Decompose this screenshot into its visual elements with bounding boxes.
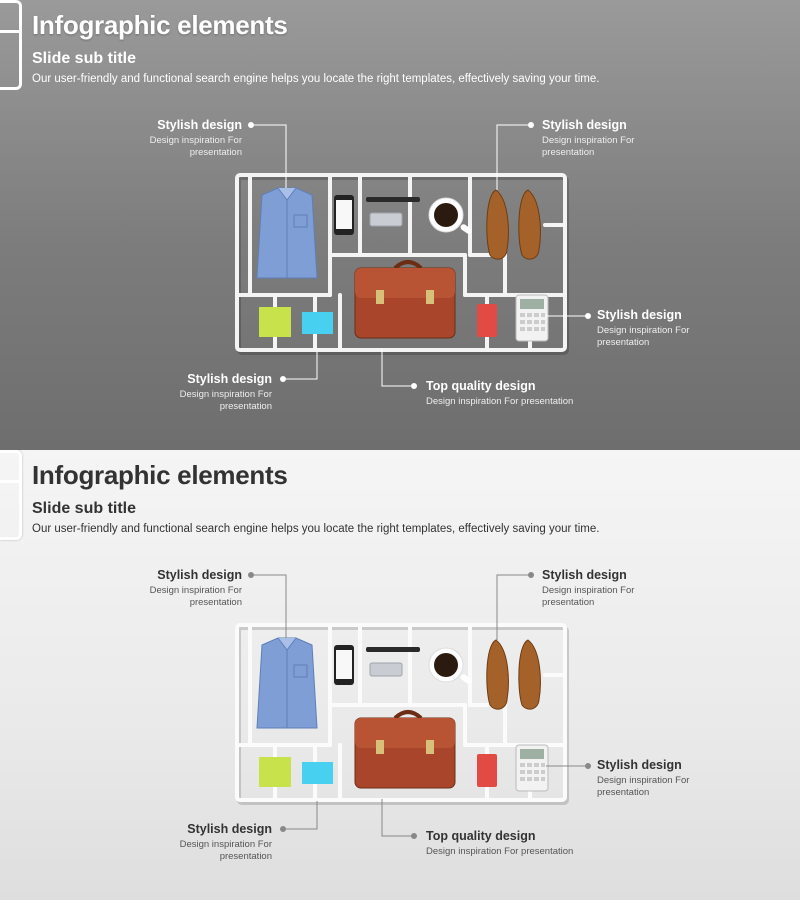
callout-bottom-mid: Top quality design Design inspiration Fo… (426, 829, 616, 858)
callout-desc-line1: Design inspiration For (179, 389, 272, 400)
briefcase-icon (354, 710, 456, 789)
callout-desc-line1: Design inspiration For (542, 585, 635, 596)
sticky-note-green-icon (259, 307, 291, 337)
pen-icon (366, 647, 420, 652)
corner-bracket-tick (0, 30, 22, 33)
slide-light: Infographic elements Slide sub title Our… (0, 450, 800, 900)
corner-bracket-tick (0, 480, 22, 483)
slide-description: Our user-friendly and functional search … (32, 523, 600, 535)
model-kit-illustration (235, 572, 591, 839)
slide-dark: Infographic elements Slide sub title Our… (0, 0, 800, 450)
smartphone-icon (334, 645, 354, 685)
slide-subtitle: Slide sub title (32, 500, 137, 517)
callout-title: Top quality design (426, 829, 536, 843)
red-notebook-icon (477, 754, 497, 787)
calculator-icon (515, 744, 549, 792)
callout-title: Stylish design (157, 118, 242, 132)
slide-title: Infographic elements (32, 10, 288, 40)
coffee-cup-icon (428, 197, 472, 234)
callout-desc-line2: presentation (542, 147, 595, 158)
callout-desc-line2: presentation (597, 787, 650, 798)
sticky-note-blue-icon (302, 312, 333, 334)
calculator-icon (515, 294, 549, 342)
callout-connectors (251, 124, 588, 387)
callout-title: Stylish design (187, 372, 272, 386)
callout-right: Stylish design Design inspiration For pr… (597, 758, 727, 799)
callout-top-left: Stylish design Design inspiration For pr… (130, 568, 242, 609)
usb-drive-icon (369, 662, 403, 677)
callout-desc-line1: Design inspiration For (179, 839, 272, 850)
callout-top-right: Stylish design Design inspiration For pr… (542, 118, 672, 159)
slide-title: Infographic elements (32, 460, 288, 490)
pen-icon (366, 197, 420, 202)
callout-title: Stylish design (597, 758, 682, 772)
sticky-note-blue-icon (302, 762, 333, 784)
callout-top-right: Stylish design Design inspiration For pr… (542, 568, 672, 609)
briefcase-icon (354, 260, 456, 339)
corner-bracket (0, 0, 22, 90)
callout-desc-line2: presentation (542, 597, 595, 608)
red-notebook-icon (477, 304, 497, 337)
callout-title: Stylish design (542, 118, 627, 132)
shoes-icon (486, 189, 541, 260)
slide-description: Our user-friendly and functional search … (32, 73, 600, 85)
callout-dots (248, 572, 591, 839)
callout-top-left: Stylish design Design inspiration For pr… (130, 118, 242, 159)
smartphone-icon (334, 195, 354, 235)
slide-subtitle: Slide sub title (32, 50, 137, 67)
callout-desc-line1: Design inspiration For (149, 135, 242, 146)
callout-desc-line1: Design inspiration For presentation (426, 846, 574, 857)
callout-connectors (251, 574, 588, 837)
shirt-icon (256, 637, 318, 729)
callout-desc-line2: presentation (189, 597, 242, 608)
callout-desc-line1: Design inspiration For (597, 325, 690, 336)
callout-desc-line1: Design inspiration For presentation (426, 396, 574, 407)
callout-title: Top quality design (426, 379, 536, 393)
corner-bracket (0, 450, 22, 540)
callout-bottom-mid: Top quality design Design inspiration Fo… (426, 379, 616, 408)
callout-right: Stylish design Design inspiration For pr… (597, 308, 727, 349)
callout-desc-line2: presentation (189, 147, 242, 158)
usb-drive-icon (369, 212, 403, 227)
callout-desc-line1: Design inspiration For (542, 135, 635, 146)
callout-desc-line2: presentation (219, 851, 272, 862)
shoes-icon (486, 639, 541, 710)
model-kit-illustration (235, 122, 591, 389)
callout-title: Stylish design (597, 308, 682, 322)
callout-bottom-left: Stylish design Design inspiration For pr… (160, 822, 272, 863)
shirt-icon (256, 187, 318, 279)
callout-title: Stylish design (157, 568, 242, 582)
callout-title: Stylish design (542, 568, 627, 582)
callout-desc-line1: Design inspiration For (597, 775, 690, 786)
callout-desc-line2: presentation (219, 401, 272, 412)
sticky-note-green-icon (259, 757, 291, 787)
callout-title: Stylish design (187, 822, 272, 836)
callout-desc-line1: Design inspiration For (149, 585, 242, 596)
callout-bottom-left: Stylish design Design inspiration For pr… (160, 372, 272, 413)
coffee-cup-icon (428, 647, 472, 684)
callout-dots (248, 122, 591, 389)
callout-desc-line2: presentation (597, 337, 650, 348)
sprue-frame (235, 623, 567, 802)
